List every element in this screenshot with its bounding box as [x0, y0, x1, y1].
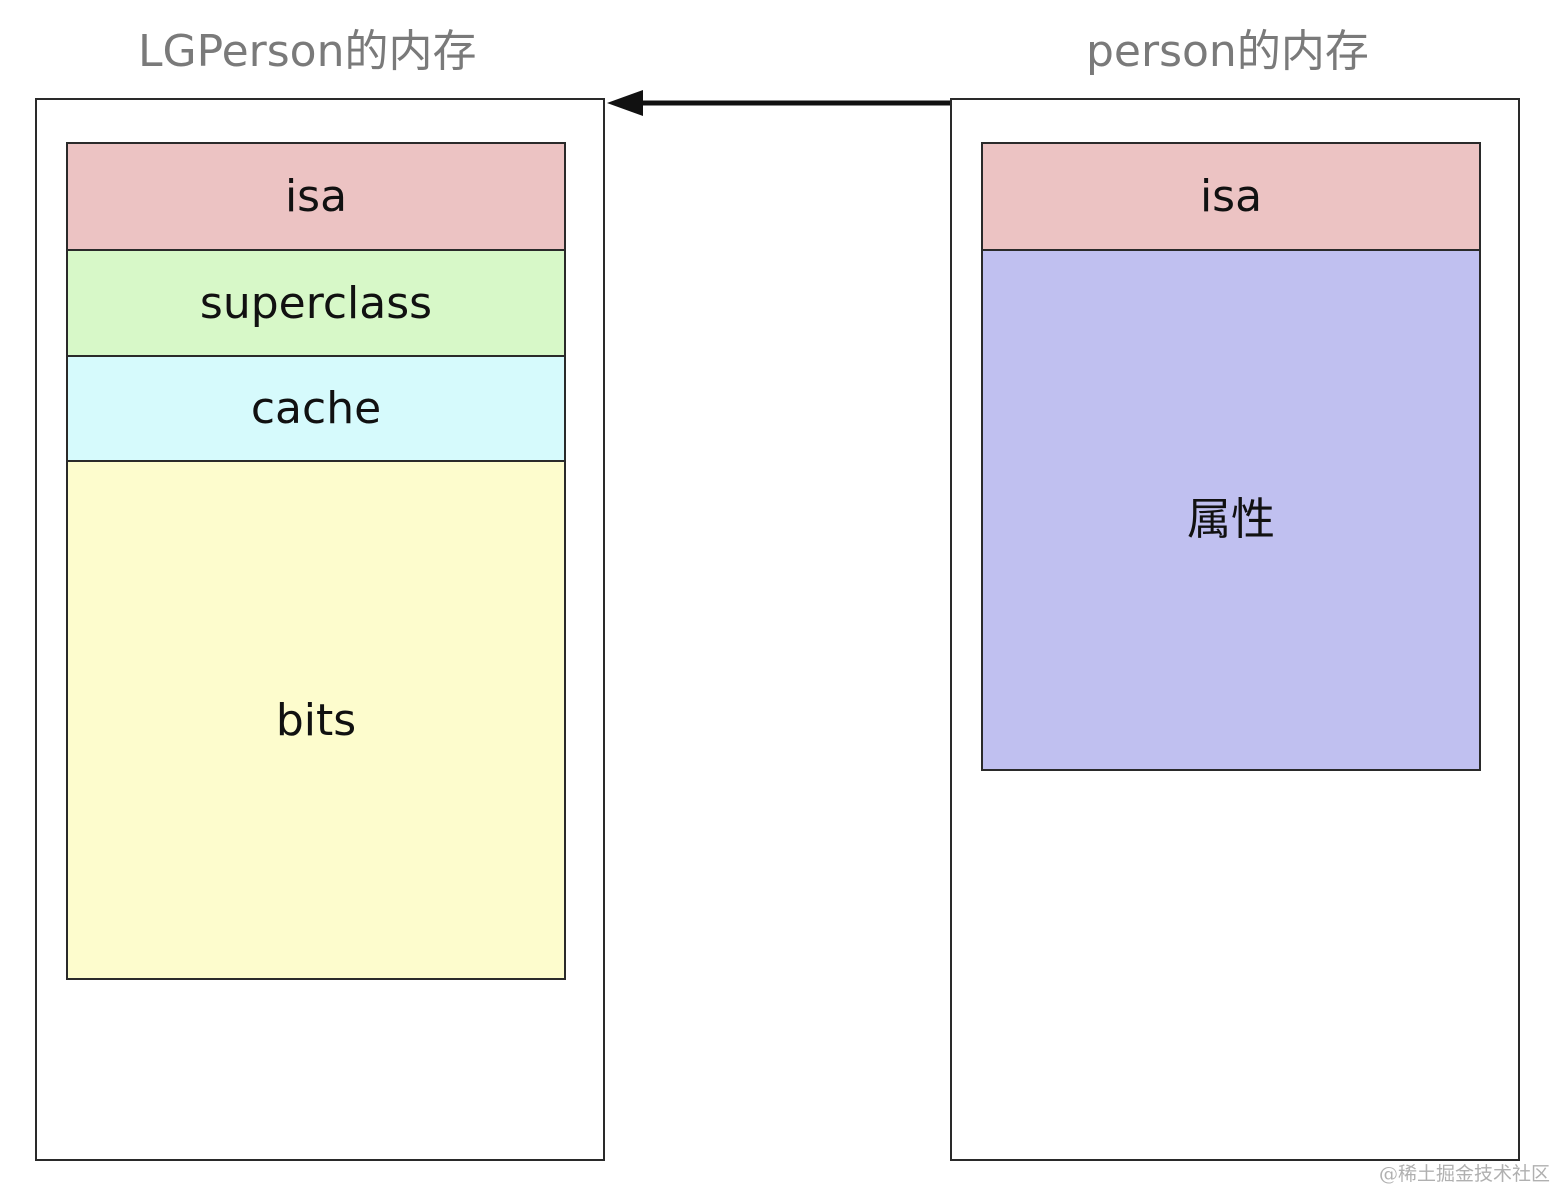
- person-memory-box: isa 属性: [950, 98, 1520, 1161]
- lgperson-memory-box: isa superclass cache bits: [35, 98, 605, 1161]
- arrow-head: [607, 90, 643, 116]
- watermark: @稀土掘金技术社区: [1378, 1163, 1550, 1185]
- lgperson-cache-cell: cache: [68, 357, 564, 462]
- lgperson-cache-label: cache: [250, 383, 382, 434]
- lgperson-bits-cell: bits: [68, 462, 564, 978]
- lgperson-memory-title: LGPerson的内存: [138, 26, 477, 77]
- lgperson-memory-layout: isa superclass cache bits: [66, 142, 566, 980]
- lgperson-isa-cell: isa: [68, 144, 564, 251]
- lgperson-bits-label: bits: [275, 694, 357, 746]
- person-isa-label: isa: [1199, 171, 1263, 222]
- person-properties-label: 属性: [1187, 494, 1275, 545]
- lgperson-isa-label: isa: [284, 171, 348, 222]
- person-memory-title: person的内存: [1086, 26, 1369, 77]
- person-isa-cell: isa: [983, 144, 1479, 251]
- person-memory-layout: isa 属性: [981, 142, 1481, 771]
- person-properties-cell: 属性: [983, 251, 1479, 769]
- lgperson-superclass-label: superclass: [199, 277, 433, 329]
- lgperson-superclass-cell: superclass: [68, 251, 564, 357]
